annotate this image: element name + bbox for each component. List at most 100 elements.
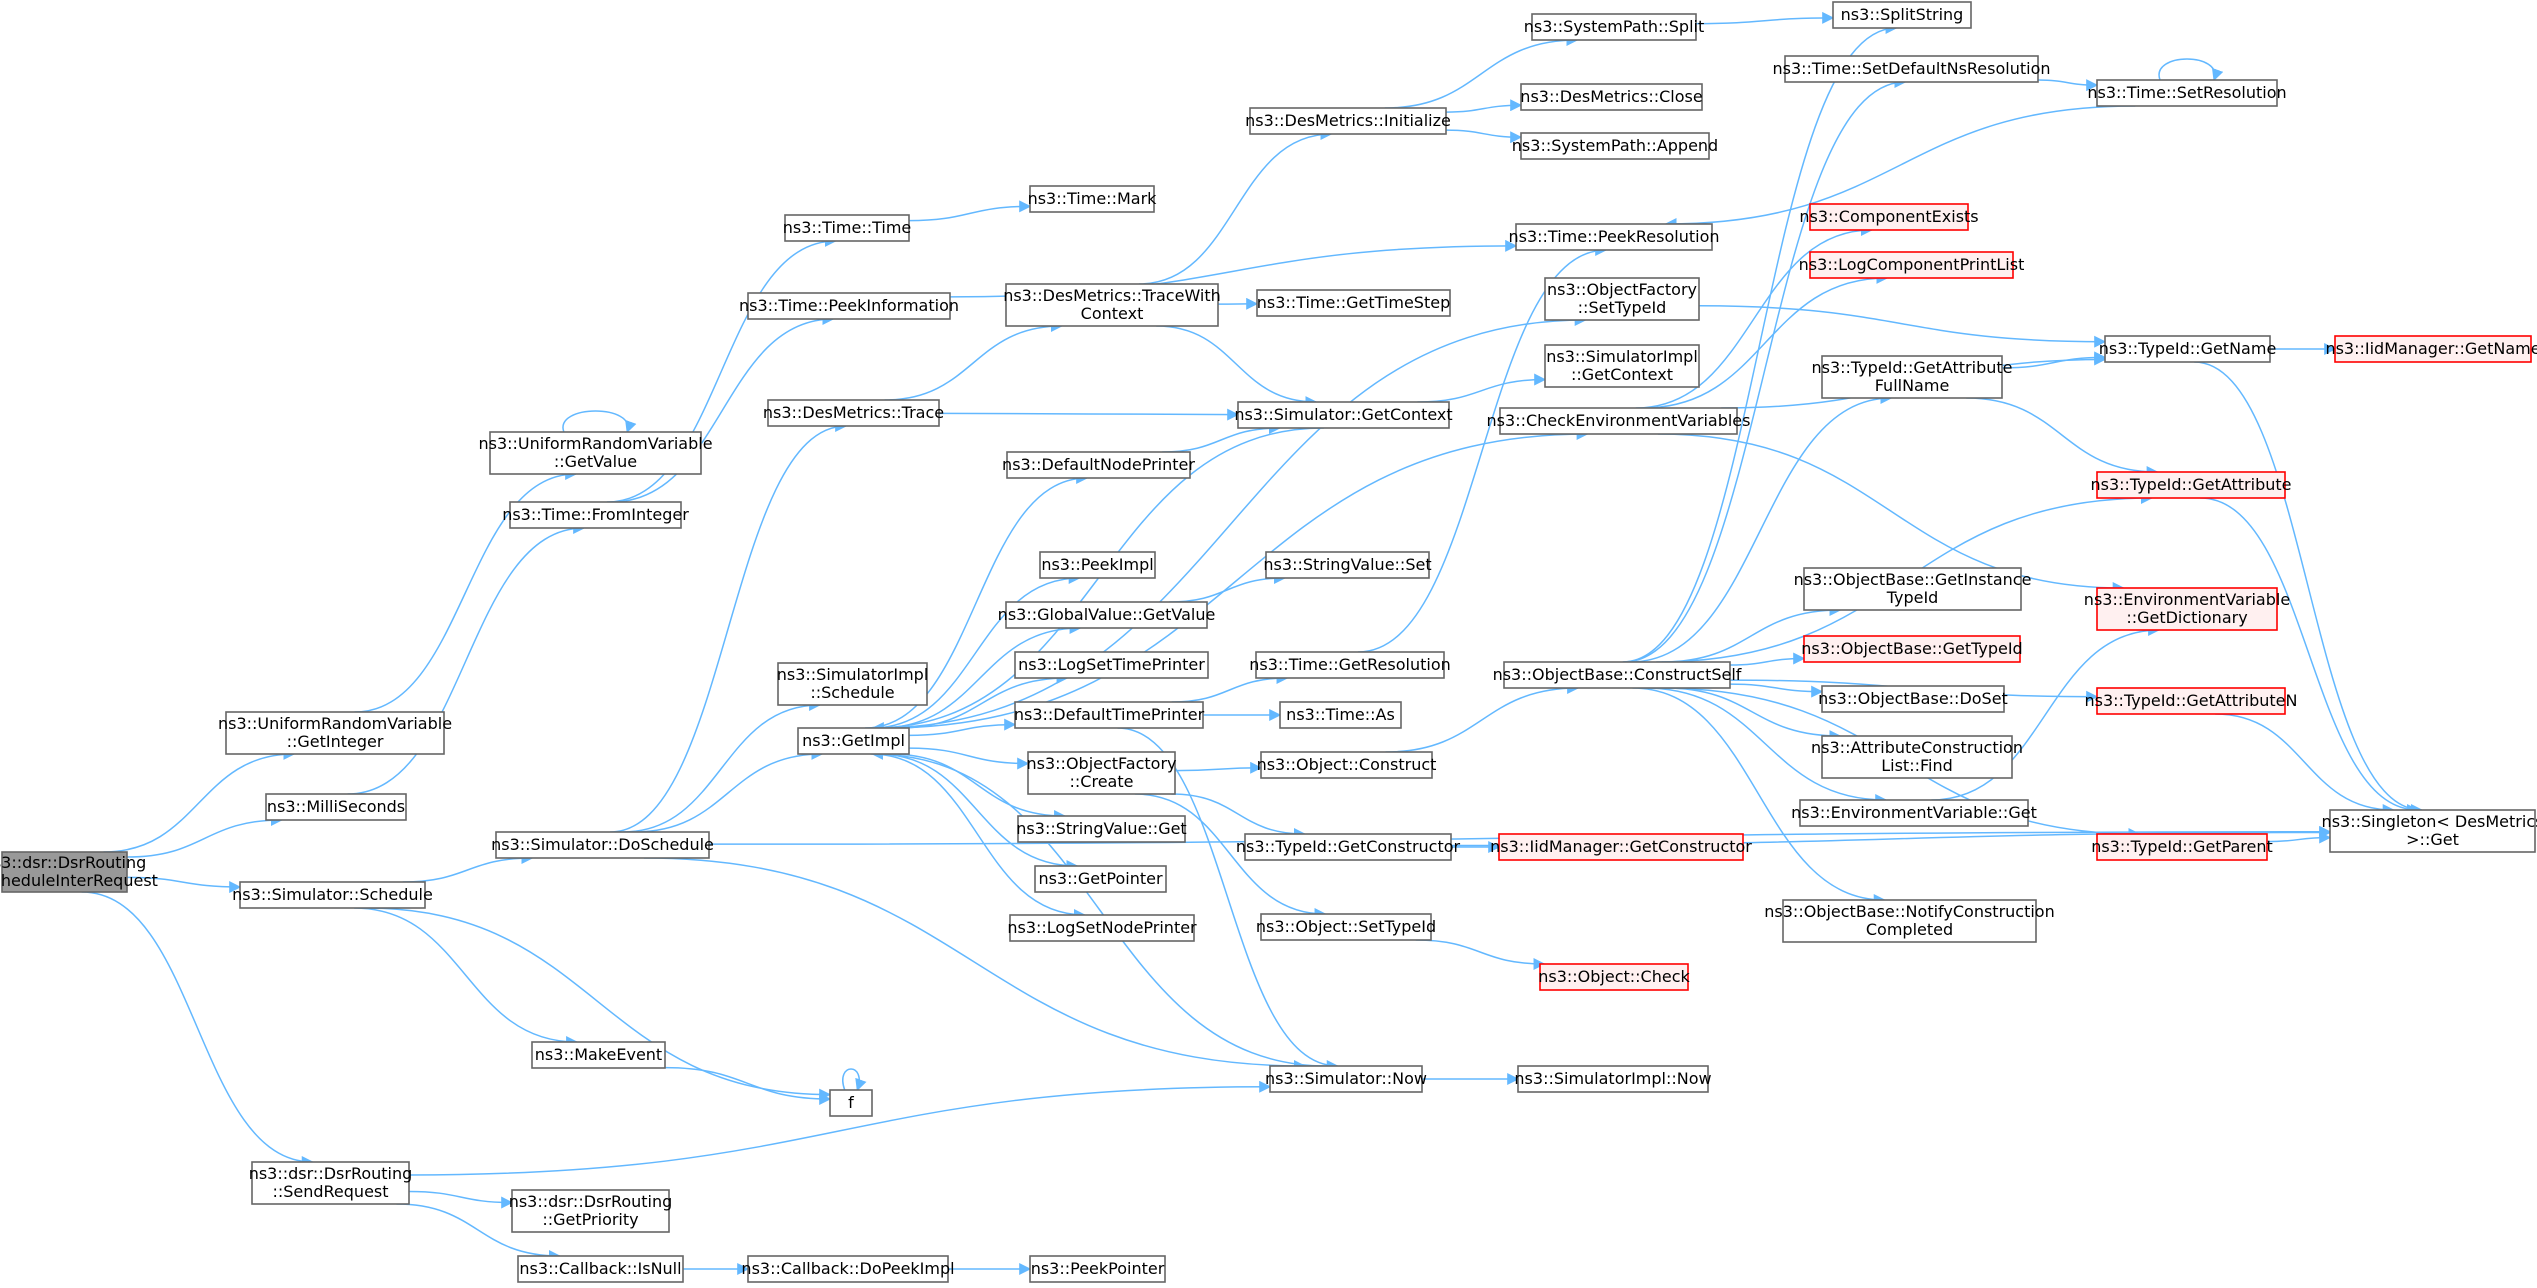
node-box[interactable] — [1544, 344, 1700, 388]
node-box[interactable] — [797, 727, 910, 755]
node-box[interactable] — [2096, 471, 2286, 499]
graph-node-checkEnv[interactable]: ns3::CheckEnvironmentVariables — [1487, 407, 1751, 435]
graph-node-gvGetValue[interactable]: ns3::GlobalValue::GetValue — [998, 601, 1216, 629]
graph-node-logSetTime[interactable]: ns3::LogSetTimePrinter — [1014, 651, 1209, 679]
node-box[interactable] — [2096, 833, 2268, 861]
graph-node-milli[interactable]: ns3::MilliSeconds — [265, 793, 407, 821]
node-box[interactable] — [1821, 685, 2005, 713]
graph-node-tidGetCtor[interactable]: ns3::TypeId::GetConstructor — [1236, 833, 1461, 861]
node-box[interactable] — [239, 881, 426, 909]
node-box[interactable] — [1517, 1065, 1709, 1093]
node-box[interactable] — [1499, 407, 1738, 435]
node-box[interactable] — [1539, 963, 1689, 991]
node-box[interactable] — [1255, 651, 1445, 679]
node-box[interactable] — [1260, 751, 1433, 779]
graph-node-setDefaultNs[interactable]: ns3::Time::SetDefaultNsResolution — [1772, 55, 2051, 83]
graph-node-simGetContext[interactable]: ns3::Simulator::GetContext — [1234, 401, 1453, 429]
node-box[interactable] — [747, 292, 951, 320]
node-box[interactable] — [1799, 799, 2029, 827]
graph-node-obNotify[interactable]: ns3::ObjectBase::NotifyConstructionCompl… — [1764, 899, 2055, 943]
graph-node-singletonGet[interactable]: ns3::Singleton< DesMetrics>::Get — [2322, 809, 2537, 853]
node-box[interactable] — [1498, 833, 1744, 861]
graph-node-tidGetAttr[interactable]: ns3::TypeId::GetAttribute — [2090, 471, 2292, 499]
graph-node-tidGetAttrN[interactable]: ns3::TypeId::GetAttributeN — [2085, 687, 2298, 715]
node-box[interactable] — [2096, 79, 2278, 107]
graph-node-tidGetName[interactable]: ns3::TypeId::GetName — [2099, 335, 2277, 363]
node-box[interactable] — [1260, 913, 1432, 941]
graph-node-f[interactable]: f — [829, 1089, 873, 1117]
node-box[interactable] — [1520, 132, 1710, 160]
graph-node-peekInfo[interactable]: ns3::Time::PeekInformation — [739, 292, 959, 320]
node-box[interactable] — [1832, 1, 1972, 29]
graph-node-doSchedule[interactable]: ns3::Simulator::DoSchedule — [491, 831, 714, 859]
node-box[interactable] — [1014, 701, 1204, 729]
node-box[interactable] — [1279, 701, 1402, 729]
node-box[interactable] — [2096, 687, 2286, 715]
node-box[interactable] — [2096, 587, 2278, 631]
graph-node-getResolution[interactable]: ns3::Time::GetResolution — [1249, 651, 1451, 679]
node-box[interactable] — [509, 501, 682, 529]
graph-node-spAppend[interactable]: ns3::SystemPath::Append — [1512, 132, 1718, 160]
node-box[interactable] — [1249, 107, 1447, 135]
graph-node-root[interactable]: ns3::dsr::DsrRouting::ScheduleInterReque… — [0, 851, 158, 893]
graph-node-envGet[interactable]: ns3::EnvironmentVariable::Get — [1791, 799, 2037, 827]
node-box[interactable] — [829, 1089, 873, 1117]
graph-node-tidGetParent[interactable]: ns3::TypeId::GetParent — [2091, 833, 2273, 861]
node-box[interactable] — [495, 831, 710, 859]
node-box[interactable] — [1005, 601, 1208, 629]
graph-node-getPriority[interactable]: ns3::dsr::DsrRouting::GetPriority — [509, 1189, 673, 1233]
node-box[interactable] — [777, 662, 928, 706]
node-box[interactable] — [1034, 865, 1167, 893]
graph-node-simImplSchedule[interactable]: ns3::SimulatorImpl::Schedule — [777, 662, 929, 706]
graph-node-objSetTypeId[interactable]: ns3::Object::SetTypeId — [1256, 913, 1436, 941]
node-box[interactable] — [1515, 223, 1713, 251]
graph-node-getImpl[interactable]: ns3::GetImpl — [797, 727, 910, 755]
node-box[interactable] — [1809, 251, 2014, 279]
graph-node-simImplNow[interactable]: ns3::SimulatorImpl::Now — [1514, 1065, 1712, 1093]
graph-node-objCheck[interactable]: ns3::Object::Check — [1538, 963, 1691, 991]
node-box[interactable] — [531, 1041, 666, 1069]
node-box[interactable] — [2329, 809, 2536, 853]
node-box[interactable] — [1821, 355, 2003, 399]
node-box[interactable] — [1803, 635, 2021, 663]
node-box[interactable] — [1006, 451, 1191, 479]
graph-node-iidGetName[interactable]: ns3::IidManager::GetName — [2325, 335, 2537, 363]
node-box[interactable] — [1782, 899, 2037, 943]
graph-node-svSet[interactable]: ns3::StringValue::Set — [1263, 551, 1432, 579]
node-box[interactable] — [2334, 335, 2532, 363]
graph-node-spSplit[interactable]: ns3::SystemPath::Split — [1524, 13, 1705, 41]
node-box[interactable] — [1520, 83, 1703, 111]
graph-node-defNodePrinter[interactable]: ns3::DefaultNodePrinter — [1002, 451, 1195, 479]
node-box[interactable] — [1237, 401, 1450, 429]
graph-node-sendRequest[interactable]: ns3::dsr::DsrRouting::SendRequest — [249, 1161, 413, 1205]
graph-node-defTimePrinter[interactable]: ns3::DefaultTimePrinter — [1014, 701, 1205, 729]
node-box[interactable] — [1014, 651, 1209, 679]
node-box[interactable] — [2104, 335, 2271, 363]
graph-node-fromInteger[interactable]: ns3::Time::FromInteger — [502, 501, 689, 529]
graph-node-getTimeStep[interactable]: ns3::Time::GetTimeStep — [1256, 289, 1451, 317]
graph-node-compExists[interactable]: ns3::ComponentExists — [1799, 203, 1979, 231]
graph-node-svGet[interactable]: ns3::StringValue::Get — [1016, 815, 1187, 843]
node-box[interactable] — [784, 214, 910, 242]
graph-node-makeEvent[interactable]: ns3::MakeEvent — [531, 1041, 666, 1069]
node-box[interactable] — [1, 851, 128, 893]
node-box[interactable] — [1503, 661, 1731, 689]
graph-node-getPointer[interactable]: ns3::GetPointer — [1034, 865, 1167, 893]
graph-node-desTrace[interactable]: ns3::DesMetrics::Trace — [763, 399, 944, 427]
graph-node-splitString[interactable]: ns3::SplitString — [1832, 1, 1972, 29]
node-box[interactable] — [1265, 551, 1430, 579]
node-box[interactable] — [767, 399, 940, 427]
graph-node-cbIsNull[interactable]: ns3::Callback::IsNull — [517, 1255, 684, 1283]
node-box[interactable] — [1029, 185, 1155, 213]
graph-node-desInit[interactable]: ns3::DesMetrics::Initialize — [1245, 107, 1451, 135]
graph-node-obDoSet[interactable]: ns3::ObjectBase::DoSet — [1818, 685, 2008, 713]
node-box[interactable] — [225, 711, 445, 755]
graph-node-logCompPrint[interactable]: ns3::LogComponentPrintList — [1799, 251, 2025, 279]
node-box[interactable] — [1029, 1255, 1166, 1283]
node-box[interactable] — [1017, 815, 1186, 843]
node-box[interactable] — [1784, 55, 2039, 83]
graph-node-ofSetTypeId[interactable]: ns3::ObjectFactory::SetTypeId — [1544, 277, 1700, 321]
